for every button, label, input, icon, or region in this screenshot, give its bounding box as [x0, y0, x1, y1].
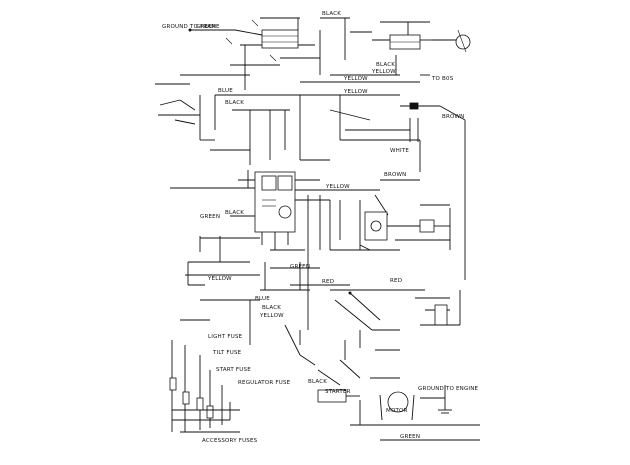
motor-symbol: [387, 391, 409, 413]
label-green-mid: GREEN: [290, 264, 310, 270]
label-yellow-right: YELLOW: [371, 69, 396, 75]
central-harness-block: [170, 170, 380, 250]
label-starter: STARTER: [325, 389, 351, 395]
label-yellow-low: YELLOW: [207, 276, 232, 282]
label-yellow-lower: YELLOW: [259, 313, 284, 319]
label-yellow-top: YELLOW: [343, 76, 368, 82]
label-green-bottom: GREEN: [400, 434, 420, 440]
label-motor: MOTOR: [386, 408, 408, 414]
top-right-coil: [372, 21, 471, 75]
label-red-mid: RED: [322, 279, 334, 285]
label-accessory-fuses: ACCESSORY FUSES: [202, 438, 258, 444]
label-black-low: BLACK: [262, 305, 281, 311]
label-green-top: GREEN: [196, 24, 216, 30]
label-black-left: BLACK: [225, 210, 244, 216]
wire-labels: GROUND TO FRAME GREEN BLACK YELLOW BLACK…: [162, 11, 479, 444]
label-black-right: BLACK: [376, 62, 395, 68]
label-ground-engine: GROUND TO ENGINE: [418, 386, 479, 392]
fuse-4: [206, 405, 214, 419]
label-regulator-fuse: REGULATOR FUSE: [238, 380, 291, 386]
label-brown-mid: BROWN: [384, 172, 406, 178]
label-ground-frame: GROUND TO FRAME: [162, 24, 220, 30]
label-black-upper: BLACK: [225, 100, 244, 106]
label-to-b0s: TO B0S: [431, 76, 454, 82]
label-start-fuse: START FUSE: [216, 367, 251, 373]
label-blue-low: BLUE: [255, 296, 270, 302]
label-blue-upper: BLUE: [218, 88, 233, 94]
top-left-cluster: [188, 17, 372, 90]
left-middle-wiring: [185, 236, 350, 291]
fuse-2: [182, 391, 190, 405]
label-white-mid: WHITE: [390, 148, 409, 154]
left-upper-bracket: [155, 83, 301, 165]
label-yellow-mid: YELLOW: [325, 184, 350, 190]
label-green-left: GREEN: [200, 214, 220, 220]
label-black-top: BLACK: [322, 11, 341, 17]
label-black-starter: BLACK: [308, 379, 327, 385]
label-brown-right: BROWN: [442, 114, 464, 120]
starter-motor-area: [317, 359, 480, 441]
label-yellow-upper: YELLOW: [343, 89, 368, 95]
label-light-fuse: LIGHT FUSE: [208, 334, 243, 340]
label-red-right: RED: [390, 278, 402, 284]
label-tilt-fuse: TILT FUSE: [212, 350, 242, 356]
coil-top: [261, 29, 299, 49]
right-solenoid: [330, 179, 451, 251]
lower-right-switch: [330, 289, 461, 360]
fuse-3: [196, 397, 204, 411]
fuse-1: [169, 377, 177, 391]
fuse-block: [169, 299, 316, 433]
